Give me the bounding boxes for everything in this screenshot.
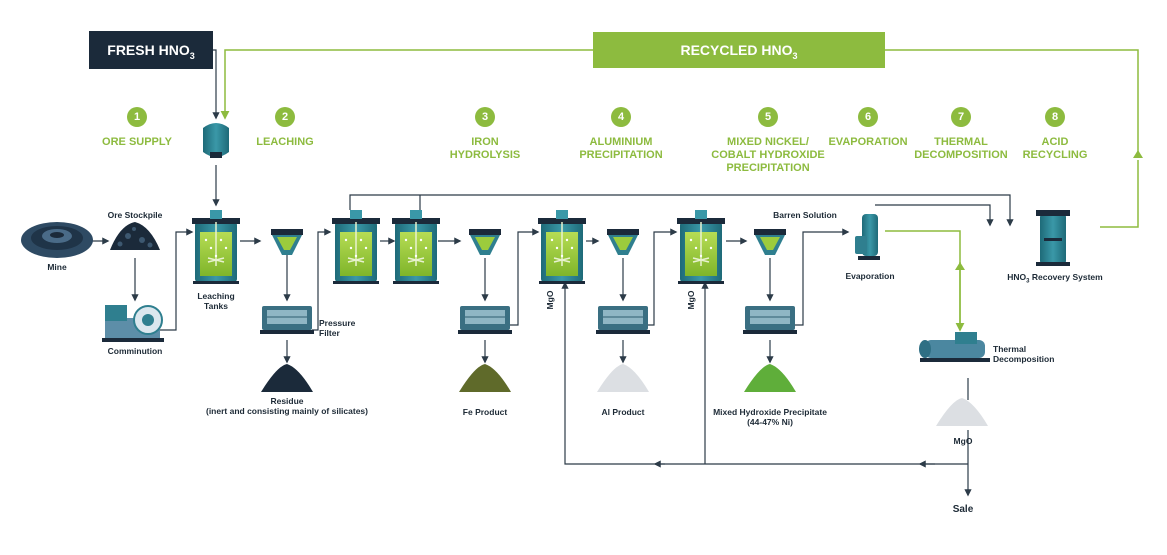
- fresh-acid-subscript: 3: [189, 50, 195, 61]
- step-1-label: ORE SUPPLY: [102, 136, 172, 148]
- fresh-acid-banner: FRESH HNO3: [89, 31, 213, 69]
- residue-label-1: Residue: [270, 396, 304, 406]
- thermal-label-1: Thermal: [993, 344, 1027, 354]
- recycle-arrowhead: [1133, 150, 1143, 158]
- mhp-label-2: (44-47% Ni): [747, 417, 793, 427]
- comminution-illustration: [102, 305, 164, 342]
- ore-stockpile-illustration: [110, 222, 160, 250]
- comminution-label: Comminution: [107, 346, 163, 356]
- barren-solution-label: Barren Solution: [773, 210, 837, 220]
- step-5-label-line1: MIXED NICKEL/: [727, 136, 809, 148]
- ore-stockpile-label: Ore Stockpile: [107, 210, 163, 220]
- step-3-number: 3: [475, 107, 495, 127]
- step-6-label: EVAPORATION: [828, 136, 908, 148]
- recovery-label-main: HNO: [1007, 272, 1027, 282]
- step-5-label-line2: COBALT HYDROXIDE: [711, 149, 825, 161]
- step-2-number: 2: [275, 107, 295, 127]
- step-8-label-line2: RECYCLING: [1022, 149, 1088, 161]
- step-7-label-line1: THERMAL: [934, 136, 988, 148]
- recovery-label-sub: 3: [1026, 278, 1030, 285]
- pressure-filter-label-2: Filter: [319, 328, 340, 338]
- step-8-number: 8: [1045, 107, 1065, 127]
- leaching-tanks-label-1: Leaching: [197, 291, 235, 301]
- step-6-number: 6: [858, 107, 878, 127]
- step-5-number: 5: [758, 107, 778, 127]
- sale-label: Sale: [952, 504, 974, 515]
- step-8-label-line1: ACID: [1041, 136, 1069, 148]
- step-5-label-line3: PRECIPITATION: [726, 162, 810, 174]
- step-7-label-line2: DECOMPOSITION: [914, 149, 1008, 161]
- leaching-tanks-label-2: Tanks: [204, 301, 228, 311]
- recovery-label-rest: Recovery System: [1029, 272, 1103, 282]
- step-3-label-line1: IRON: [471, 136, 499, 148]
- fe-product-label: Fe Product: [462, 407, 508, 417]
- process-lines: [90, 49, 1014, 497]
- al-product-label: Al Product: [601, 407, 645, 417]
- recycled-acid-label: RECYCLED HNO: [680, 42, 793, 58]
- recycled-acid-lines: [220, 49, 1139, 332]
- step-3-label-line2: HYDROLYSIS: [449, 149, 521, 161]
- step-1-number: 1: [127, 107, 147, 127]
- step-4-label-line1: ALUMINIUM: [589, 136, 653, 148]
- fresh-acid-label: FRESH HNO: [107, 42, 190, 58]
- thermal-label-2: Decomposition: [993, 354, 1055, 364]
- step-7-number: 7: [951, 107, 971, 127]
- step-4-number: 4: [611, 107, 631, 127]
- mhp-label-1: Mixed Hydroxide Precipitate: [713, 407, 827, 417]
- evaporation-label: Evaporation: [845, 271, 895, 281]
- mgo-input-label-2: MgO: [686, 290, 696, 310]
- recycled-acid-subscript: 3: [792, 50, 798, 61]
- recovery-system-label: HNO3 Recovery System: [1005, 272, 1105, 287]
- mine-illustration: [21, 222, 93, 258]
- mgo-product-label: MgO: [953, 436, 973, 446]
- step-4-label-line2: PRECIPITATION: [579, 149, 663, 161]
- pressure-filter-label-1: Pressure: [319, 318, 356, 328]
- recycled-acid-banner: RECYCLED HNO3: [593, 32, 885, 68]
- residue-label-2: (inert and consisting mainly of silicate…: [205, 406, 368, 416]
- step-2-label: LEACHING: [256, 136, 314, 148]
- mine-label: Mine: [47, 262, 67, 272]
- mgo-input-label-1: MgO: [545, 290, 555, 310]
- fresh-acid-vessel: [203, 123, 229, 158]
